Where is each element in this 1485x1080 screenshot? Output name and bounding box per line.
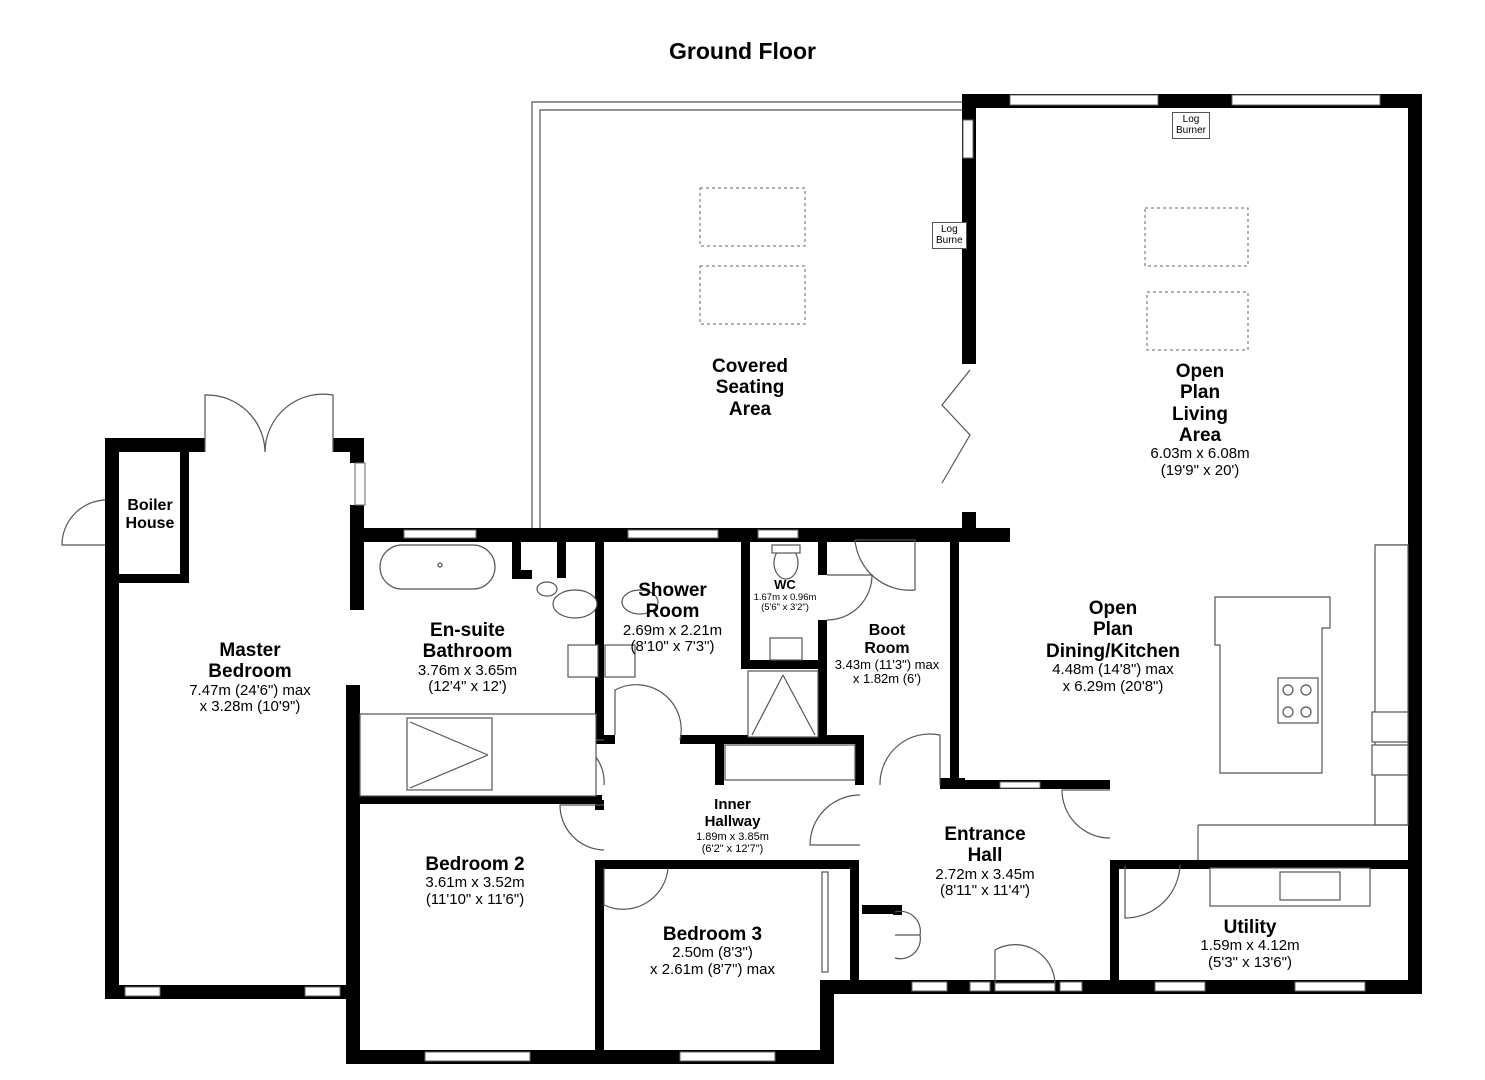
room-ensuite-bathroom: En-suite Bathroom 3.76m x 3.65m (12'4" x…	[417, 620, 518, 696]
room-boiler-house: Boiler House	[125, 497, 175, 532]
room-covered-seating: Covered Seating Area	[711, 356, 789, 420]
fixtures	[359, 187, 1409, 907]
doors	[61, 369, 1181, 992]
boiler-house-walls	[105, 438, 189, 583]
windows	[124, 94, 1381, 1062]
room-master-bedroom: Master Bedroom 7.47m (24'6") max x 3.28m…	[189, 640, 311, 716]
covered-area-outline	[531, 101, 962, 528]
room-shower-room: Shower Room 2.69m x 2.21m (8'10" x 7'3")	[622, 580, 723, 656]
log-burner-covered: Log Burne	[932, 222, 967, 249]
room-entrance-hall: Entrance Hall 2.72m x 3.45m (8'11" x 11'…	[935, 824, 1035, 900]
room-bedroom-3: Bedroom 3 2.50m (8'3") x 2.61m (8'7") ma…	[650, 924, 775, 979]
room-dining-kitchen: Open Plan Dining/Kitchen 4.48m (14'8") m…	[1045, 598, 1181, 695]
log-burner-living: Log Burner	[1172, 112, 1211, 139]
page-title: Ground Floor	[669, 38, 816, 64]
room-inner-hallway: Inner Hallway 1.89m x 3.85m (6'2" x 12'7…	[696, 796, 769, 855]
room-boot-room: Boot Room 3.43m (11'3") max x 1.82m (6')	[834, 622, 940, 687]
room-living-area: Open Plan Living Area 6.03m x 6.08m (19'…	[1150, 361, 1250, 479]
room-utility: Utility 1.59m x 4.12m (5'3" x 13'6")	[1200, 917, 1300, 972]
room-bedroom-2: Bedroom 2 3.61m x 3.52m (11'10" x 11'6")	[425, 854, 525, 909]
room-wc: WC 1.67m x 0.96m (5'6" x 3'2")	[753, 577, 817, 614]
